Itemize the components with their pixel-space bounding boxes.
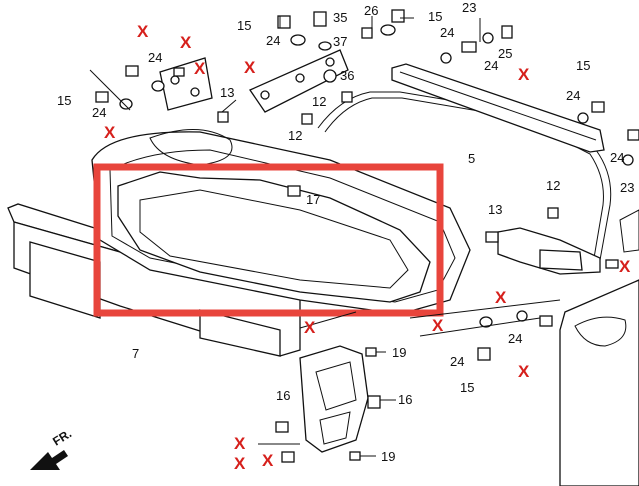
callout-25: 25: [498, 46, 512, 61]
callout-15: 15: [428, 9, 442, 24]
x-mark: X: [234, 434, 246, 453]
callout-15: 15: [57, 93, 71, 108]
callout-23: 23: [462, 0, 476, 15]
callout-16: 16: [398, 392, 412, 407]
callout-24: 24: [148, 50, 162, 65]
callout-23: 23: [620, 180, 634, 195]
x-mark: X: [432, 316, 444, 335]
callout-24: 24: [484, 58, 498, 73]
callout-24: 24: [610, 150, 624, 165]
front-direction-arrow: FR.: [30, 426, 74, 470]
callout-16: 16: [276, 388, 290, 403]
callout-12: 12: [288, 128, 302, 143]
callout-26: 26: [364, 3, 378, 18]
x-mark: X: [180, 33, 192, 52]
x-mark: X: [304, 318, 316, 337]
callout-17: 17: [306, 192, 320, 207]
callout-13: 13: [488, 202, 502, 217]
callout-36: 36: [340, 68, 354, 83]
x-mark: X: [234, 454, 246, 473]
x-mark: X: [244, 58, 256, 77]
highlight-box: [93, 163, 444, 317]
x-mark: X: [137, 22, 149, 41]
x-mark: X: [194, 59, 206, 78]
callout-24: 24: [92, 105, 106, 120]
callout-24: 24: [266, 33, 280, 48]
fr-label: FR.: [50, 426, 74, 448]
callout-24: 24: [440, 25, 454, 40]
x-marks: X X X X X X X X X X X X X X: [104, 22, 631, 473]
callout-12: 12: [312, 94, 326, 109]
right-body-panel: [559, 209, 639, 486]
callout-24: 24: [450, 354, 464, 369]
callout-7: 7: [132, 346, 139, 361]
callout-15: 15: [576, 58, 590, 73]
upper-trim-strip: [391, 63, 605, 153]
callout-24: 24: [566, 88, 580, 103]
callout-19: 19: [381, 449, 395, 464]
x-mark: X: [495, 288, 507, 307]
callout-19: 19: [392, 345, 406, 360]
leader-lines: [89, 16, 561, 457]
lower-center-bracket: [299, 345, 369, 453]
x-mark: X: [104, 123, 116, 142]
x-mark: X: [518, 65, 530, 84]
x-mark: X: [518, 362, 530, 381]
callout-15: 15: [237, 18, 251, 33]
callout-24: 24: [508, 331, 522, 346]
callout-12: 12: [546, 178, 560, 193]
x-mark: X: [619, 257, 631, 276]
callout-37: 37: [333, 34, 347, 49]
x-mark: X: [262, 451, 274, 470]
callout-15: 15: [460, 380, 474, 395]
side-bracket-right: [497, 227, 601, 275]
callout-35: 35: [333, 10, 347, 25]
callout-13: 13: [220, 85, 234, 100]
fasteners: [95, 9, 639, 463]
hinge-bracket-center: [249, 49, 349, 113]
callout-numbers: 15 24 35 37 26 15 23 24 24 25 24 36 13 1…: [57, 0, 634, 464]
trunk-mat: [117, 171, 431, 303]
callout-5: 5: [468, 151, 475, 166]
